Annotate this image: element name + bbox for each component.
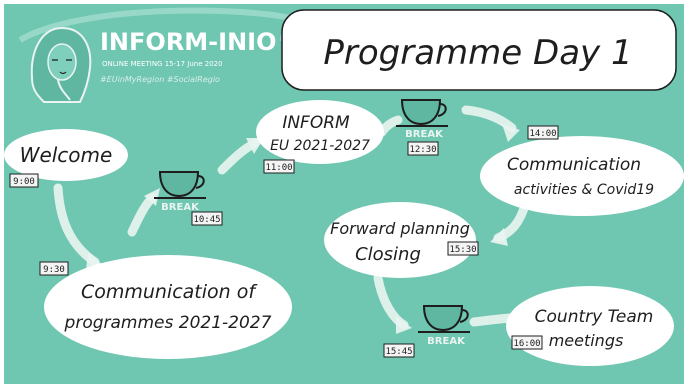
coffee-cup-icon	[396, 99, 448, 127]
break-2-label: BREAK	[405, 129, 444, 140]
svg-text:12:30: 12:30	[409, 145, 436, 155]
svg-text:15:30: 15:30	[449, 245, 476, 255]
session-communication-covid-line1: Communication	[507, 155, 641, 175]
session-forward-planning: Forward planning Closing 15:30	[324, 202, 479, 278]
programme-title: Programme Day 1	[323, 33, 632, 73]
session-inform-eu: INFORM EU 2021-2027 11:00	[256, 100, 384, 174]
break-3: BREAK 15:45	[383, 305, 470, 358]
time-badge-inform-eu: 11:00	[263, 159, 295, 174]
session-country-team-line2: meetings	[549, 331, 624, 350]
session-communication-programmes-line1: Communication of	[81, 281, 258, 303]
break-1-label: BREAK	[161, 202, 200, 213]
svg-text:11:00: 11:00	[265, 163, 292, 173]
woman-portrait-icon	[30, 26, 92, 103]
time-badge-forward-planning: 15:30	[447, 241, 479, 256]
session-inform-eu-line2: EU 2021-2027	[270, 138, 370, 154]
time-badge-break-2: 12:30	[407, 141, 439, 156]
session-inform-eu-line1: INFORM	[282, 113, 350, 133]
svg-text:15:45: 15:45	[385, 347, 412, 357]
session-forward-planning-line2: Closing	[355, 244, 421, 265]
coffee-cup-icon	[154, 171, 206, 199]
time-badge-communication-programmes: 9:30	[39, 261, 69, 276]
svg-text:16:00: 16:00	[513, 339, 540, 349]
coffee-cup-icon	[418, 305, 470, 333]
time-badge-break-3: 15:45	[383, 343, 415, 358]
session-communication-programmes: Communication of programmes 2021-2027 9:…	[39, 255, 292, 359]
session-welcome: Welcome 9:00	[4, 129, 128, 188]
session-country-team: Country Team meetings 16:00	[506, 286, 674, 366]
time-badge-break-1: 10:45	[191, 211, 223, 226]
break-2: BREAK 12:30	[396, 99, 448, 156]
session-country-team-line1: Country Team	[535, 307, 654, 327]
session-communication-covid-line2: activities & Covid19	[514, 182, 654, 198]
svg-text:10:45: 10:45	[193, 215, 220, 225]
event-title: INFORM-INIO	[100, 28, 276, 56]
session-forward-planning-line1: Forward planning	[330, 219, 470, 238]
flow-arrows	[53, 105, 530, 334]
session-communication-programmes-line2: programmes 2021-2027	[64, 313, 272, 333]
programme-title-box	[281, 9, 677, 91]
svg-text:14:00: 14:00	[529, 129, 556, 139]
svg-text:9:30: 9:30	[43, 265, 65, 275]
svg-text:9:00: 9:00	[13, 177, 35, 187]
break-1: BREAK 10:45	[154, 171, 223, 226]
time-badge-country-team: 16:00	[511, 335, 543, 350]
event-subtitle: ONLINE MEETING 15-17 June 2020	[102, 60, 223, 68]
session-welcome-label: Welcome	[20, 143, 113, 167]
time-badge-communication-covid: 14:00	[527, 125, 559, 140]
session-communication-covid: Communication activities & Covid19 14:00	[480, 125, 684, 216]
time-badge-welcome: 9:00	[9, 173, 39, 188]
break-3-label: BREAK	[427, 336, 466, 347]
event-hashtags: #EUinMyRegion #SocialRegio	[100, 75, 220, 84]
